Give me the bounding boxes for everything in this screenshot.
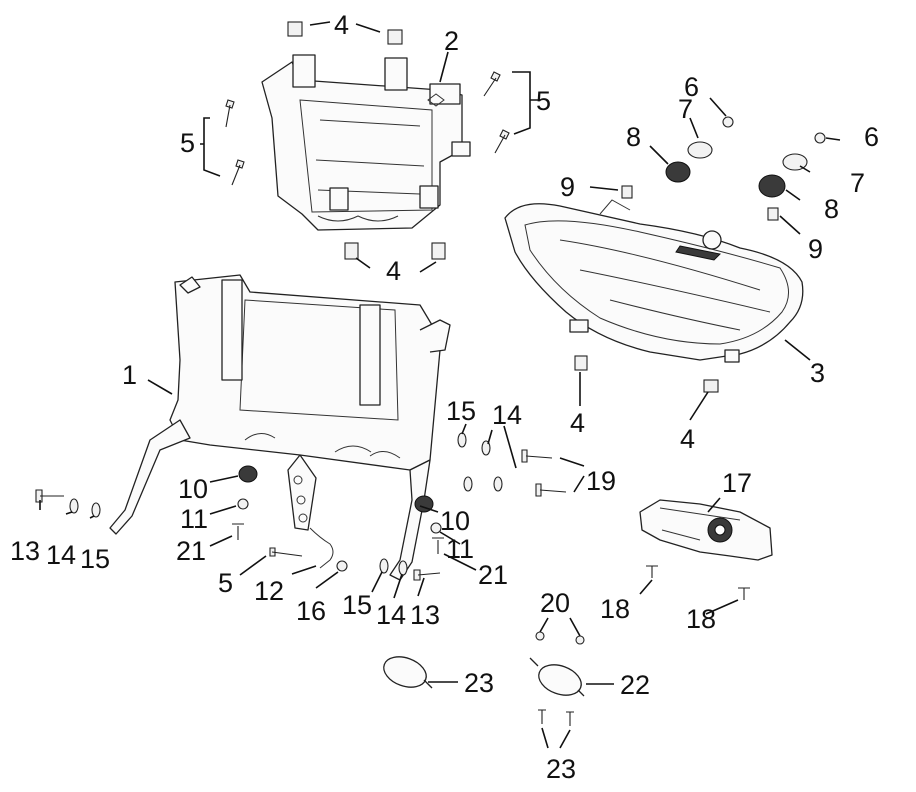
label-22: 22 [620, 670, 650, 700]
label-21-left: 21 [176, 536, 206, 566]
label-11-right: 11 [446, 534, 474, 564]
label-23-left: 23 [464, 668, 494, 698]
label-10-left: 10 [178, 474, 208, 504]
label-15-right: 15 [342, 590, 372, 620]
label-5-left: 5 [180, 128, 195, 158]
label-7-left: 7 [678, 94, 693, 124]
label-6-right: 6 [864, 122, 879, 152]
label-13-left: 13 [10, 536, 40, 566]
label-18-left: 18 [600, 594, 630, 624]
label-13-right: 13 [410, 600, 440, 630]
label-3: 3 [810, 358, 825, 388]
label-6-left: 6 [684, 72, 699, 102]
leader-lines [39, 21, 841, 749]
label-14-center: 14 [492, 400, 522, 430]
label-15-left: 15 [80, 544, 110, 574]
part-1-frame [109, 274, 451, 581]
part-2-bracket-box [261, 54, 471, 231]
label-7-right: 7 [850, 168, 865, 198]
label-4-headlight-right: 4 [680, 424, 695, 454]
part-22-sensor [529, 657, 585, 697]
label-2: 2 [444, 26, 459, 56]
label-23-bottom: 23 [546, 754, 576, 784]
label-14-left: 14 [46, 540, 76, 570]
label-19: 19 [586, 466, 616, 496]
label-21-right: 21 [478, 560, 508, 590]
label-18-right: 18 [686, 604, 716, 634]
label-4-headlight-left: 4 [570, 408, 585, 438]
label-9-left: 9 [560, 172, 575, 202]
label-8-right: 8 [824, 194, 839, 224]
label-1: 1 [122, 360, 137, 390]
label-15-center: 15 [446, 396, 476, 426]
label-8-left: 8 [626, 122, 641, 152]
label-9-right: 9 [808, 234, 823, 264]
part-17-cover [639, 499, 773, 561]
label-11-left: 11 [180, 504, 208, 534]
label-5-right: 5 [536, 86, 551, 116]
part-3-headlight [504, 199, 804, 363]
label-17: 17 [722, 468, 752, 498]
label-12: 12 [254, 576, 284, 606]
callout-labels: 4 2 5 5 6 6 7 7 8 8 9 9 4 3 1 4 4 15 14 … [10, 10, 879, 784]
label-16: 16 [296, 596, 326, 626]
label-14-right: 14 [376, 600, 406, 630]
label-10-right: 10 [440, 506, 470, 536]
label-4-mid: 4 [386, 256, 401, 286]
label-5-bottom: 5 [218, 568, 233, 598]
label-20: 20 [540, 588, 570, 618]
part-23-sensor [383, 656, 433, 689]
label-4-top: 4 [334, 10, 349, 40]
